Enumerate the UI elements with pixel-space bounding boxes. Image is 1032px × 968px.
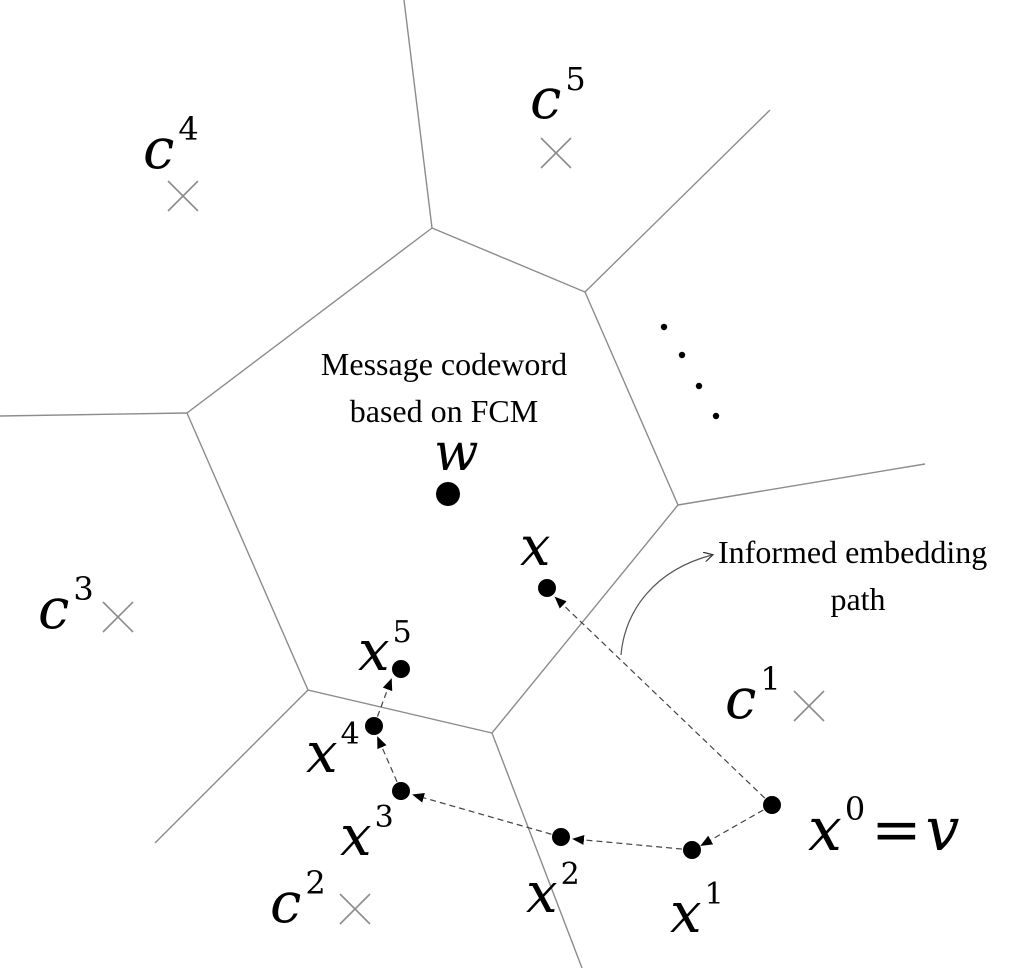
cell-edges [0,0,926,968]
edge-dots-c1 [677,463,926,506]
x-label: x [520,515,550,578]
centroid-crosses [102,137,825,925]
point-x5 [392,660,410,678]
path-x0-x1 [700,804,773,846]
point-x4 [365,717,383,735]
codeword-w-marker [436,482,460,506]
point-x1 [683,841,701,859]
edge-c1-c2 [491,732,583,968]
w-label: w [434,423,479,483]
cross-c4 [167,180,199,212]
edge-c3-c4 [0,412,188,417]
x0-label: x0=v [808,790,959,865]
path-points [365,579,781,859]
cross-c1 [793,690,825,722]
path-x4-x5 [373,678,393,727]
ellipsis-dots [660,323,720,420]
edge-c2-c3 [154,689,309,844]
center-label-line1: Message codeword [321,346,567,382]
center-label-line2: based on FCM [350,393,538,429]
cross-c3 [102,601,134,633]
cross-c5 [540,137,572,169]
point-x3 [392,782,410,800]
path-label-line1: Informed embedding [718,534,987,570]
path-label-line2: path [830,581,885,617]
path-x1-x2 [572,834,693,851]
point-x0 [763,796,781,814]
embedding-path [373,596,773,851]
edge-c5-dots [584,109,771,293]
path-x2-x3 [412,792,562,838]
path-label-pointer [620,555,712,656]
point-x [538,579,556,597]
edge-c4-c5 [403,0,433,229]
central-cell-boundary [186,227,679,734]
point-x2 [552,828,570,846]
cross-c2 [339,893,371,925]
